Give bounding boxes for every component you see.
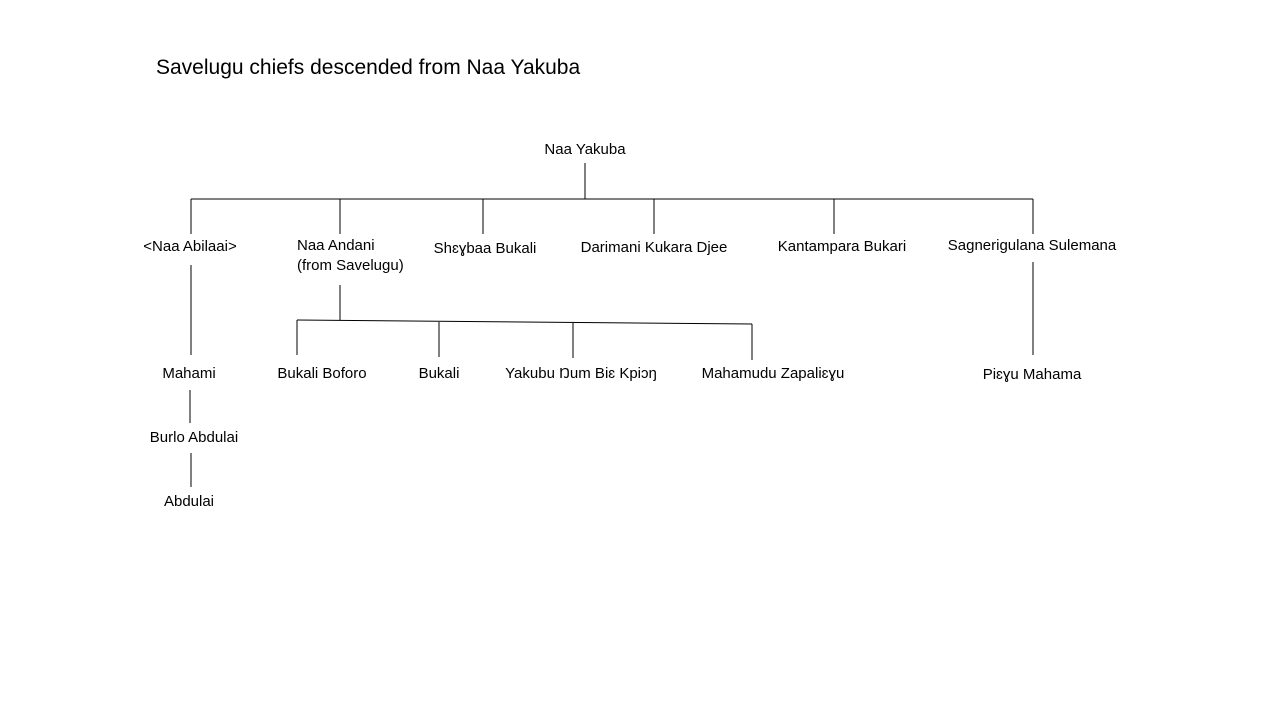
node-naa-andani-note: (from Savelugu) [297, 257, 404, 274]
node-shegbaa-bukali: Shɛɣbaa Bukali [433, 240, 537, 257]
node-bukali: Bukali [418, 365, 460, 382]
node-naa-abilaai: <Naa Abilaai> [143, 238, 237, 255]
node-naa-andani-name: Naa Andani [297, 237, 375, 254]
node-piegu-mahama: Piɛɣu Mahama [982, 366, 1082, 383]
andani-children-bar [296, 319, 753, 325]
node-mahami: Mahami [162, 365, 216, 382]
node-bukali-boforo: Bukali Boforo [277, 365, 367, 382]
node-naa-andani: Naa Andani (from Savelugu) [297, 236, 404, 276]
node-yakubu-num-bie-kpion: Yakubu Ŋum Biɛ Kpiɔŋ [505, 365, 657, 382]
node-darimani-kukara-djee: Darimani Kukara Djee [580, 239, 728, 256]
node-naa-yakuba: Naa Yakuba [544, 141, 626, 158]
node-mahamudu-zapaliegu: Mahamudu Zapaliɛɣu [701, 365, 845, 382]
node-kantampara-bukari: Kantampara Bukari [777, 238, 907, 255]
node-burlo-abdulai: Burlo Abdulai [149, 429, 239, 446]
node-sagnerigulana-sulemana: Sagnerigulana Sulemana [947, 237, 1117, 254]
node-abdulai: Abdulai [163, 493, 215, 510]
diagram-title: Savelugu chiefs descended from Naa Yakub… [156, 56, 581, 79]
